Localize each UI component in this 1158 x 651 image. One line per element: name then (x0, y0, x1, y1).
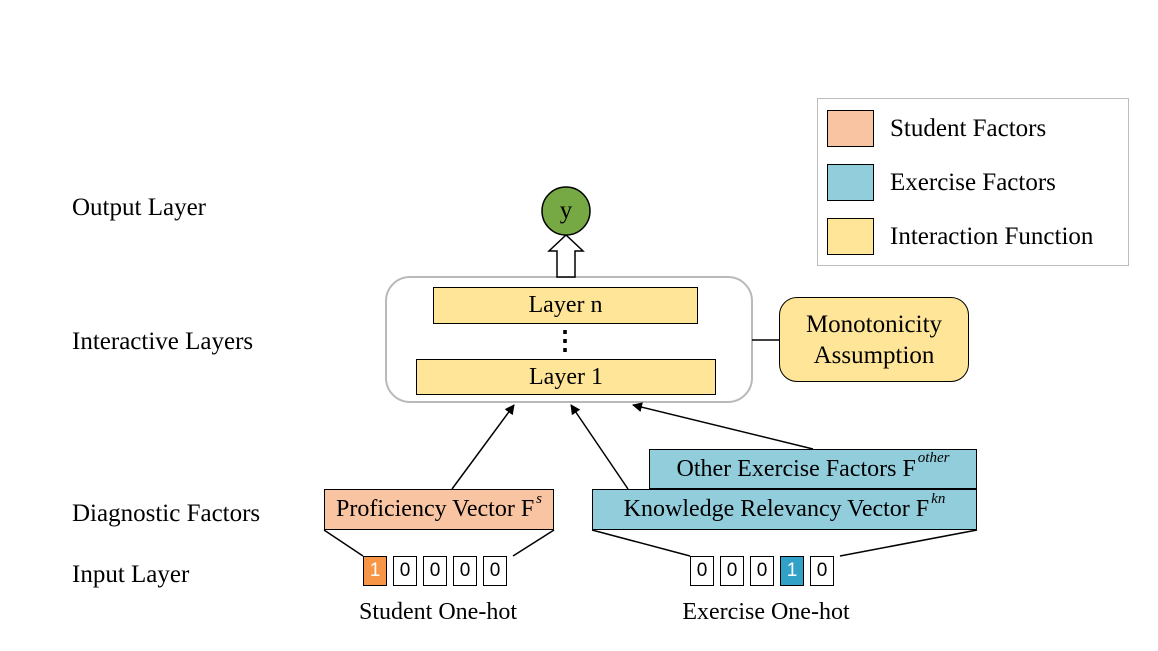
student-embed-line-left (323, 529, 364, 557)
legend-swatch-student (827, 110, 874, 147)
exercise-onehot-cell: 0 (720, 556, 744, 586)
arrow-other-to-layers (632, 402, 814, 450)
output-node-circle (541, 186, 591, 236)
exercise-embed-line-left (591, 529, 691, 557)
output-node-label: y (559, 197, 573, 224)
arrow-knowledge-to-layers (570, 404, 629, 490)
exercise-onehot-caption: Exercise One-hot (682, 599, 850, 625)
student-onehot-cell: 0 (423, 556, 447, 586)
legend-box: Student Factors Exercise Factors Interac… (817, 98, 1129, 266)
monotonicity-line2: Assumption (813, 341, 935, 369)
monotonicity-assumption-box: Monotonicity Assumption (779, 297, 969, 382)
student-onehot-cell: 0 (393, 556, 417, 586)
legend-label-interaction: Interaction Function (890, 223, 1094, 250)
monotonicity-line1: Monotonicity (805, 310, 943, 338)
exercise-embed-line-right (839, 529, 978, 557)
exercise-onehot-cell: 0 (810, 556, 834, 586)
layers-ellipsis: ⋮ (552, 326, 578, 355)
exercise-onehot-cell: 0 (690, 556, 714, 586)
diagnostic-factors-label: Diagnostic Factors (72, 500, 261, 527)
interactive-layers-label: Interactive Layers (72, 328, 254, 355)
student-onehot-cell: 0 (483, 556, 507, 586)
layer-1-text: Layer 1 (529, 363, 603, 390)
exercise-onehot-cell: 0 (750, 556, 774, 586)
student-embed-line-right (512, 529, 555, 557)
knowledge-relevancy-vector-text: Knowledge Relevancy Vector F (623, 496, 930, 522)
layer-1-box: Layer 1 (416, 359, 716, 395)
layer-n-box: Layer n (433, 287, 698, 324)
output-layer-label: Output Layer (72, 194, 206, 221)
layer-n-text: Layer n (528, 292, 603, 318)
legend-label-exercise: Exercise Factors (890, 169, 1056, 196)
legend-swatch-interaction (827, 218, 874, 255)
input-layer-label: Input Layer (72, 561, 190, 588)
other-exercise-factors-text: Other Exercise Factors F (676, 455, 916, 482)
student-onehot-cell: 1 (363, 556, 387, 586)
exercise-onehot-cell: 1 (780, 556, 804, 586)
student-onehot-cell: 0 (453, 556, 477, 586)
proficiency-vector-text: Proficiency Vector F (335, 496, 535, 522)
arrow-proficiency-to-layers (451, 404, 515, 490)
output-hollow-arrow (547, 233, 585, 278)
student-onehot-caption: Student One-hot (359, 599, 517, 625)
legend-label-student: Student Factors (890, 115, 1047, 142)
legend-swatch-exercise (827, 164, 874, 201)
